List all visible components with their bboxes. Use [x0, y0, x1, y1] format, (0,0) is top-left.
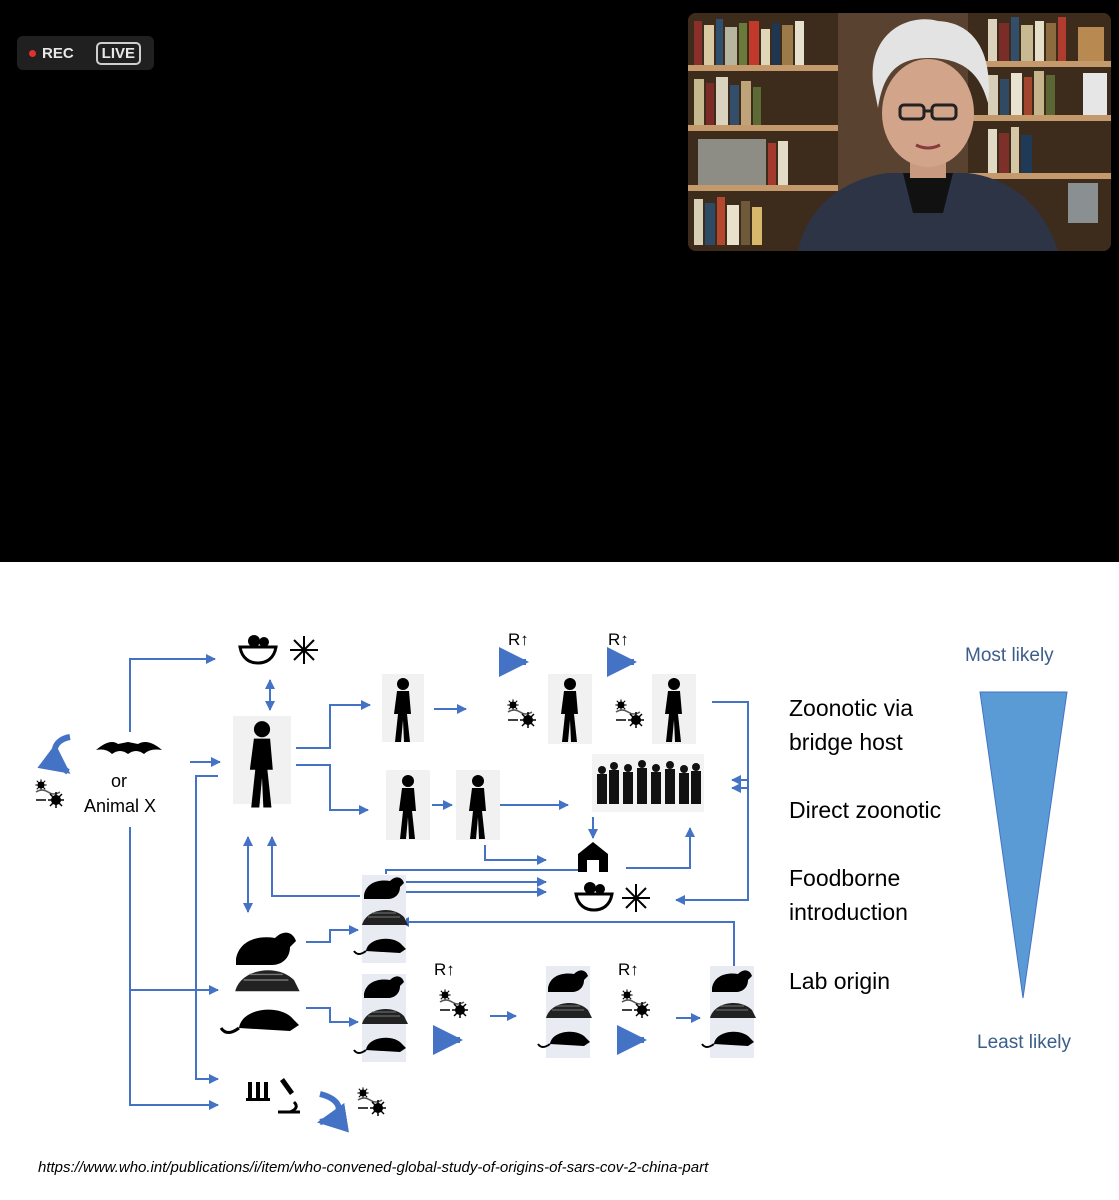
route-line: Zoonotic via: [789, 695, 914, 721]
animal-stack: [219, 875, 757, 1062]
likelihood-triangle: [979, 691, 1068, 999]
record-dot-icon: [29, 49, 36, 57]
virus-mutation-icon: [35, 779, 64, 808]
bookshelf-left: [688, 13, 838, 251]
animal-x-label: Animal X: [84, 796, 157, 816]
bat-icon: [96, 742, 162, 754]
source-url-link[interactable]: https://www.who.int/publications/i/item/…: [38, 1159, 709, 1176]
connector-arrows: [129, 654, 749, 1110]
presentation-slide: or Animal X R↑ R↑ R↑ R↑ Most likely Leas…: [0, 562, 1119, 1200]
resistance-label: R↑: [508, 630, 529, 649]
or-label: or: [111, 771, 128, 791]
least-likely-label: Least likely: [977, 1032, 1071, 1053]
speaker-person: [798, 19, 1058, 251]
route-foodborne: Foodborne introduction: [789, 861, 908, 929]
meeting-stage: REC LIVE: [0, 0, 1119, 562]
route-lab-origin: Lab origin: [789, 968, 891, 994]
resistance-label: R↑: [434, 960, 455, 979]
route-line: Foodborne: [789, 865, 901, 891]
farm-icon: [578, 842, 608, 872]
microscope-icon: [246, 1078, 300, 1114]
crowd-icon: [592, 754, 704, 812]
route-line: bridge host: [789, 729, 903, 755]
loop-arrows: [37, 647, 647, 1133]
most-likely-label: Most likely: [965, 645, 1054, 666]
rec-label: REC: [42, 44, 74, 62]
recording-indicator: REC LIVE: [17, 36, 154, 70]
route-zoonotic-bridge: Zoonotic via bridge host: [789, 691, 913, 759]
live-badge: LIVE: [95, 41, 142, 65]
resistance-label: R↑: [618, 960, 639, 979]
route-line: introduction: [789, 899, 908, 925]
speaker-video-feed: [688, 13, 1111, 251]
origins-pathway-diagram: [0, 633, 1068, 1133]
route-direct-zoonotic: Direct zoonotic: [789, 797, 942, 823]
speaker-video-tile[interactable]: [688, 13, 1111, 251]
human-icon: [233, 674, 696, 840]
resistance-label: R↑: [608, 630, 629, 649]
